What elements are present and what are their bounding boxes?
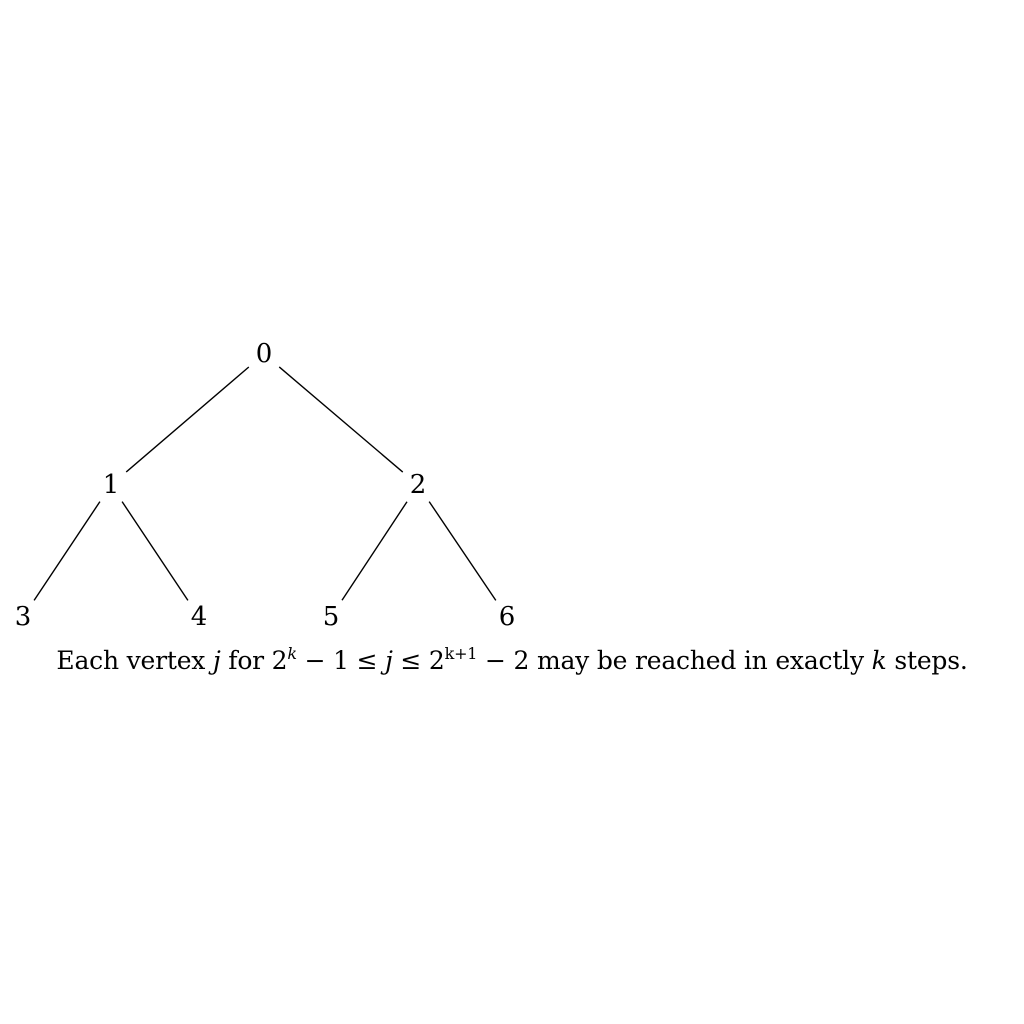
edge-n2-n6 xyxy=(428,501,497,601)
tree-node-6: 6 xyxy=(499,602,516,632)
edge-n0-n2 xyxy=(278,366,404,473)
tree-node-5: 5 xyxy=(323,602,340,632)
tree-node-0: 0 xyxy=(256,339,273,369)
caption-var-j-1: j xyxy=(212,646,221,675)
caption-text-2: for 2 xyxy=(220,646,288,675)
caption-text-3: − 1 ≤ xyxy=(296,646,386,675)
tree-node-4: 4 xyxy=(191,602,208,632)
caption-exponent-2: k+1 xyxy=(444,644,478,663)
caption-text-1: Each vertex xyxy=(56,646,213,675)
edge-n1-n3 xyxy=(33,501,101,601)
edge-n0-n1 xyxy=(125,366,250,473)
caption-text-5: − 2 may be reached in exactly xyxy=(477,646,872,675)
diagram-caption: Each vertex j for 2k − 1 ≤ j ≤ 2k+1 − 2 … xyxy=(0,644,1024,676)
edge-n1-n4 xyxy=(121,501,189,601)
caption-var-j-2: j xyxy=(385,646,393,675)
edge-n2-n5 xyxy=(341,501,408,601)
caption-text-6: steps. xyxy=(886,646,968,675)
edges-layer xyxy=(33,366,497,601)
tree-node-3: 3 xyxy=(15,602,32,632)
caption-var-k: k xyxy=(871,646,887,675)
caption-exponent-1: k xyxy=(287,644,297,663)
nodes-layer: 0 1 2 3 4 5 6 xyxy=(15,339,516,632)
tree-node-1: 1 xyxy=(103,470,120,500)
tree-node-2: 2 xyxy=(410,470,427,500)
caption-text-4: ≤ 2 xyxy=(392,646,445,675)
